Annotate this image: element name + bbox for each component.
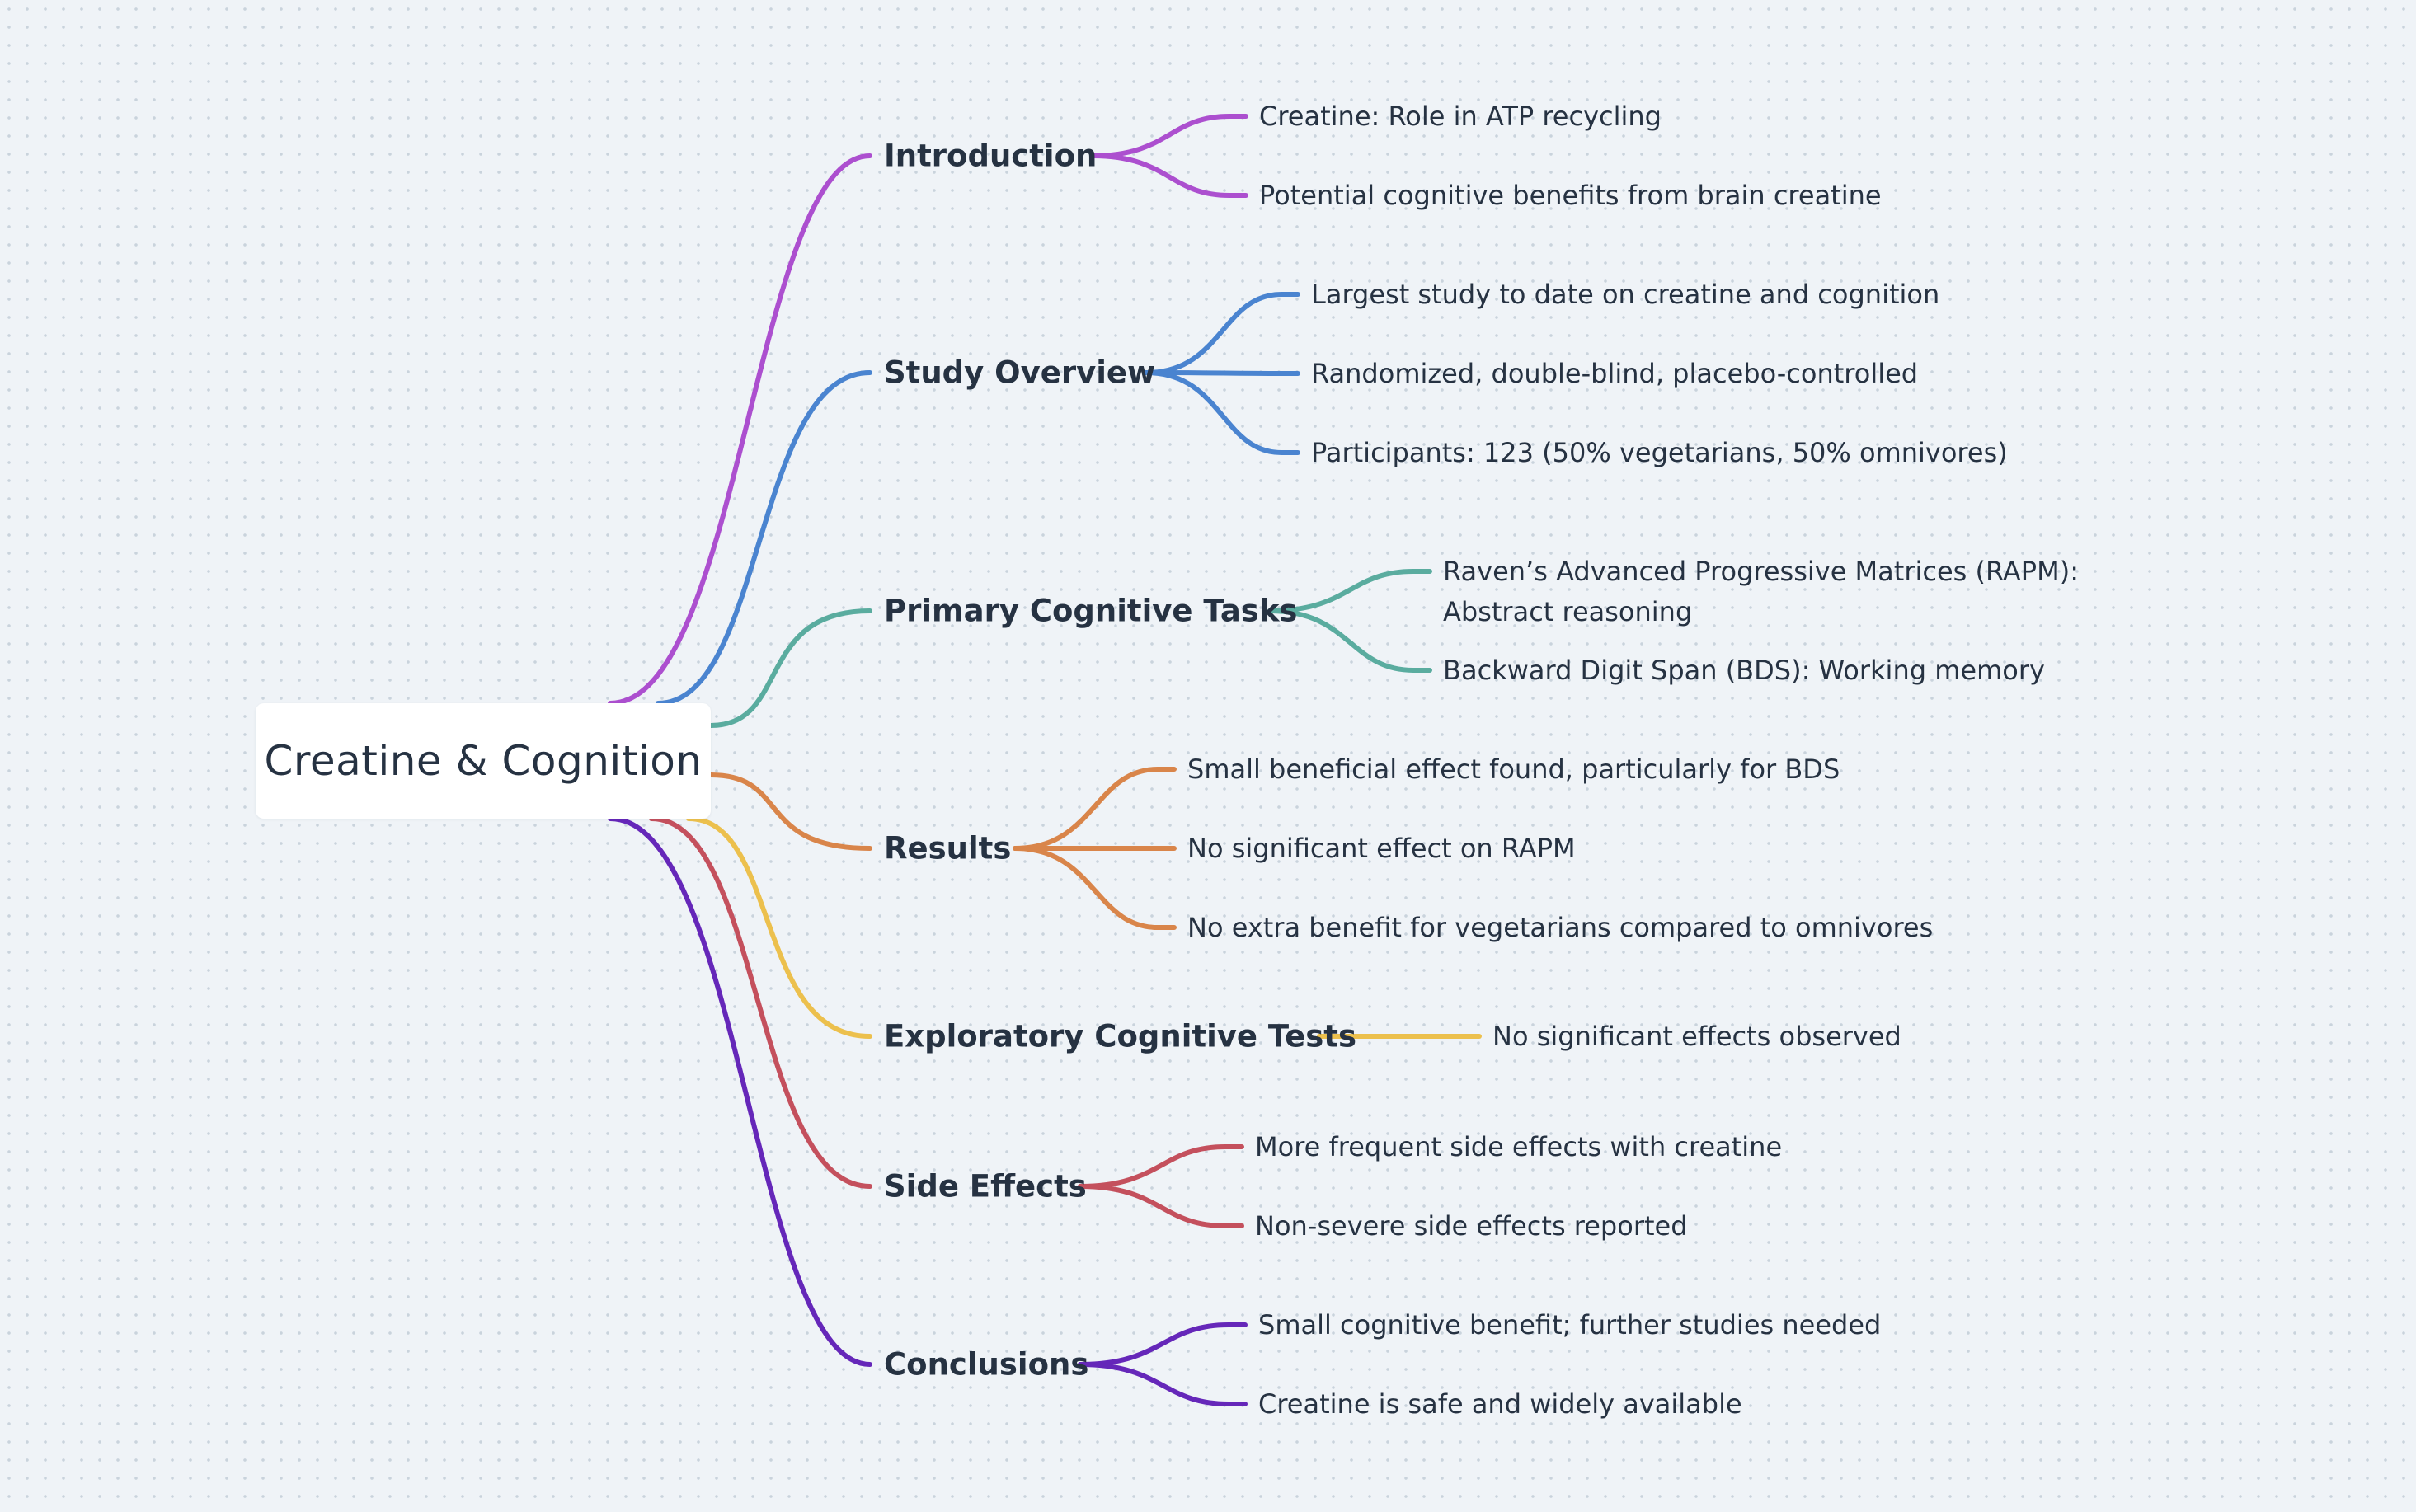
branch-results[interactable]: Results [884, 830, 1012, 866]
branch-primary-cognitive-tasks[interactable]: Primary Cognitive Tasks [884, 593, 1298, 629]
branch-connector-conclusions [608, 816, 872, 1367]
leaf-node[interactable]: Randomized, double-blind, placebo-contro… [1311, 358, 1919, 389]
branch-exploratory-cognitive-tests[interactable]: Exploratory Cognitive Tests [884, 1018, 1356, 1054]
leaf-node[interactable]: Participants: 123 (50% vegetarians, 50% … [1311, 437, 2008, 468]
root-node[interactable]: Creatine & Cognition [256, 703, 711, 819]
leaf-connector [1090, 114, 1248, 158]
leaf-node[interactable]: Largest study to date on creatine and co… [1311, 279, 1940, 310]
branch-connector-study-overview [656, 370, 872, 706]
leaf-node[interactable]: Small cognitive benefit; further studies… [1258, 1309, 1882, 1341]
leaf-node[interactable]: Small beneficial effect found, particula… [1187, 754, 1840, 785]
leaf-connector [1078, 1322, 1248, 1367]
branch-connector-primary-cognitive-tasks [708, 608, 872, 728]
branch-connector-side-effects [649, 816, 872, 1189]
leaf-node[interactable]: Creatine: Role in ATP recycling [1259, 101, 1662, 132]
branch-study-overview[interactable]: Study Overview [884, 355, 1156, 391]
leaf-node[interactable]: More frequent side effects with creatine [1255, 1131, 1783, 1162]
leaf-connector [1078, 1144, 1244, 1189]
leaf-connector [1267, 569, 1432, 613]
leaf-node[interactable]: No significant effects observed [1492, 1021, 1901, 1052]
leaf-connector [1090, 153, 1248, 198]
leaf-connector [1013, 767, 1177, 851]
leaf-node[interactable]: Creatine is safe and widely available [1258, 1388, 1742, 1420]
branch-side-effects[interactable]: Side Effects [884, 1168, 1087, 1204]
leaf-connector [1144, 370, 1300, 455]
root-label: Creatine & Cognition [264, 737, 703, 785]
leaf-connector [1267, 608, 1432, 673]
leaf-node[interactable]: Backward Digit Span (BDS): Working memor… [1443, 655, 2045, 686]
leaf-connector [1078, 1362, 1248, 1406]
leaf-node[interactable]: Non-severe side effects reported [1255, 1210, 1688, 1242]
leaf-connector [1078, 1184, 1244, 1228]
branch-introduction[interactable]: Introduction [884, 138, 1098, 174]
branch-connector-exploratory-cognitive-tests [686, 816, 872, 1039]
leaf-connector [1144, 292, 1300, 375]
leaf-node[interactable]: No extra benefit for vegetarians compare… [1187, 912, 1934, 943]
branch-connector-introduction [608, 153, 872, 706]
branch-conclusions[interactable]: Conclusions [884, 1346, 1089, 1383]
leaf-node[interactable]: Raven’s Advanced Progressive Matrices (R… [1443, 556, 2079, 627]
leaf-node[interactable]: Potential cognitive benefits from brain … [1259, 180, 1882, 211]
leaf-node[interactable]: No significant effect on RAPM [1187, 833, 1576, 864]
branch-connector-results [708, 772, 872, 851]
leaf-connector [1013, 846, 1177, 930]
